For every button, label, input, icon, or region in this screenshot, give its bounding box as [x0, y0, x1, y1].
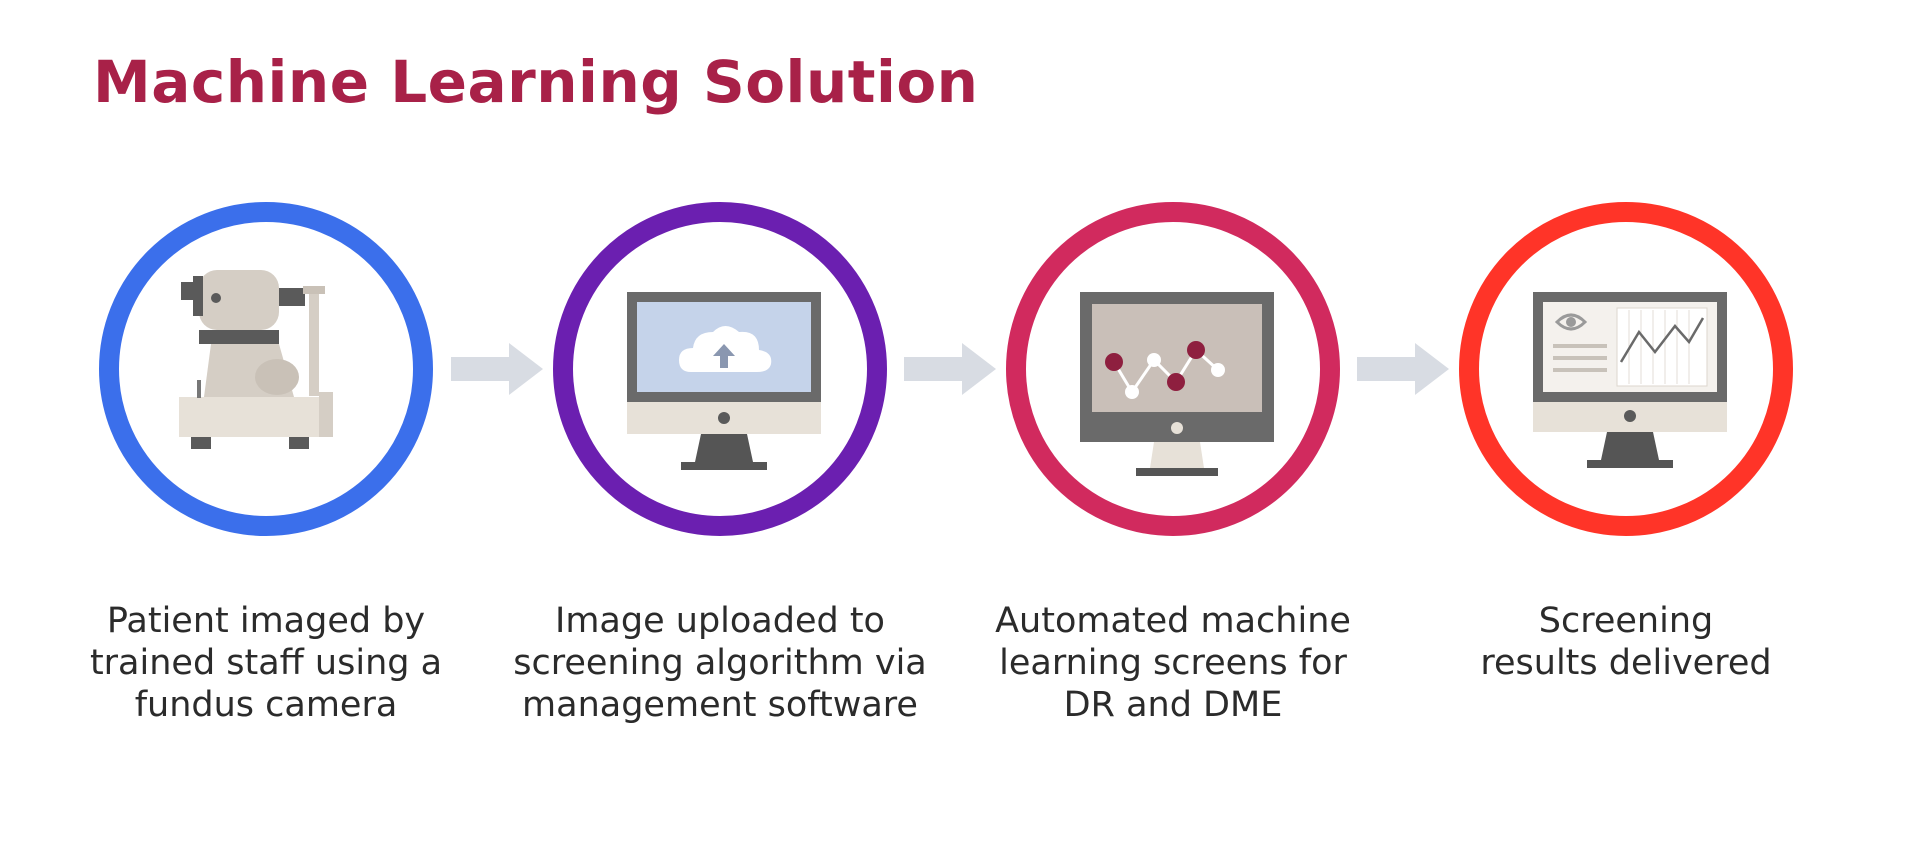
step-1-circle [99, 202, 433, 536]
step-2-circle [553, 202, 887, 536]
step-4-circle [1459, 202, 1793, 536]
arrow-3-icon [1357, 343, 1449, 395]
step-4-caption: Screening results delivered [1480, 601, 1772, 683]
step-3-circle [1006, 202, 1340, 536]
arrow-2-icon [904, 343, 996, 395]
step-2-caption: Image uploaded to screening algorithm vi… [513, 601, 927, 725]
step-3-caption: Automated machine learning screens for D… [995, 601, 1351, 725]
page-title: Machine Learning Solution [93, 48, 979, 116]
fundus-camera-icon [179, 270, 333, 449]
analysis-monitor-icon [1080, 292, 1274, 476]
step-1-caption: Patient imaged by trained staff using a … [89, 601, 443, 725]
cloud-upload-monitor-icon [627, 292, 821, 470]
results-monitor-icon [1533, 292, 1727, 468]
arrow-1-icon [451, 343, 543, 395]
